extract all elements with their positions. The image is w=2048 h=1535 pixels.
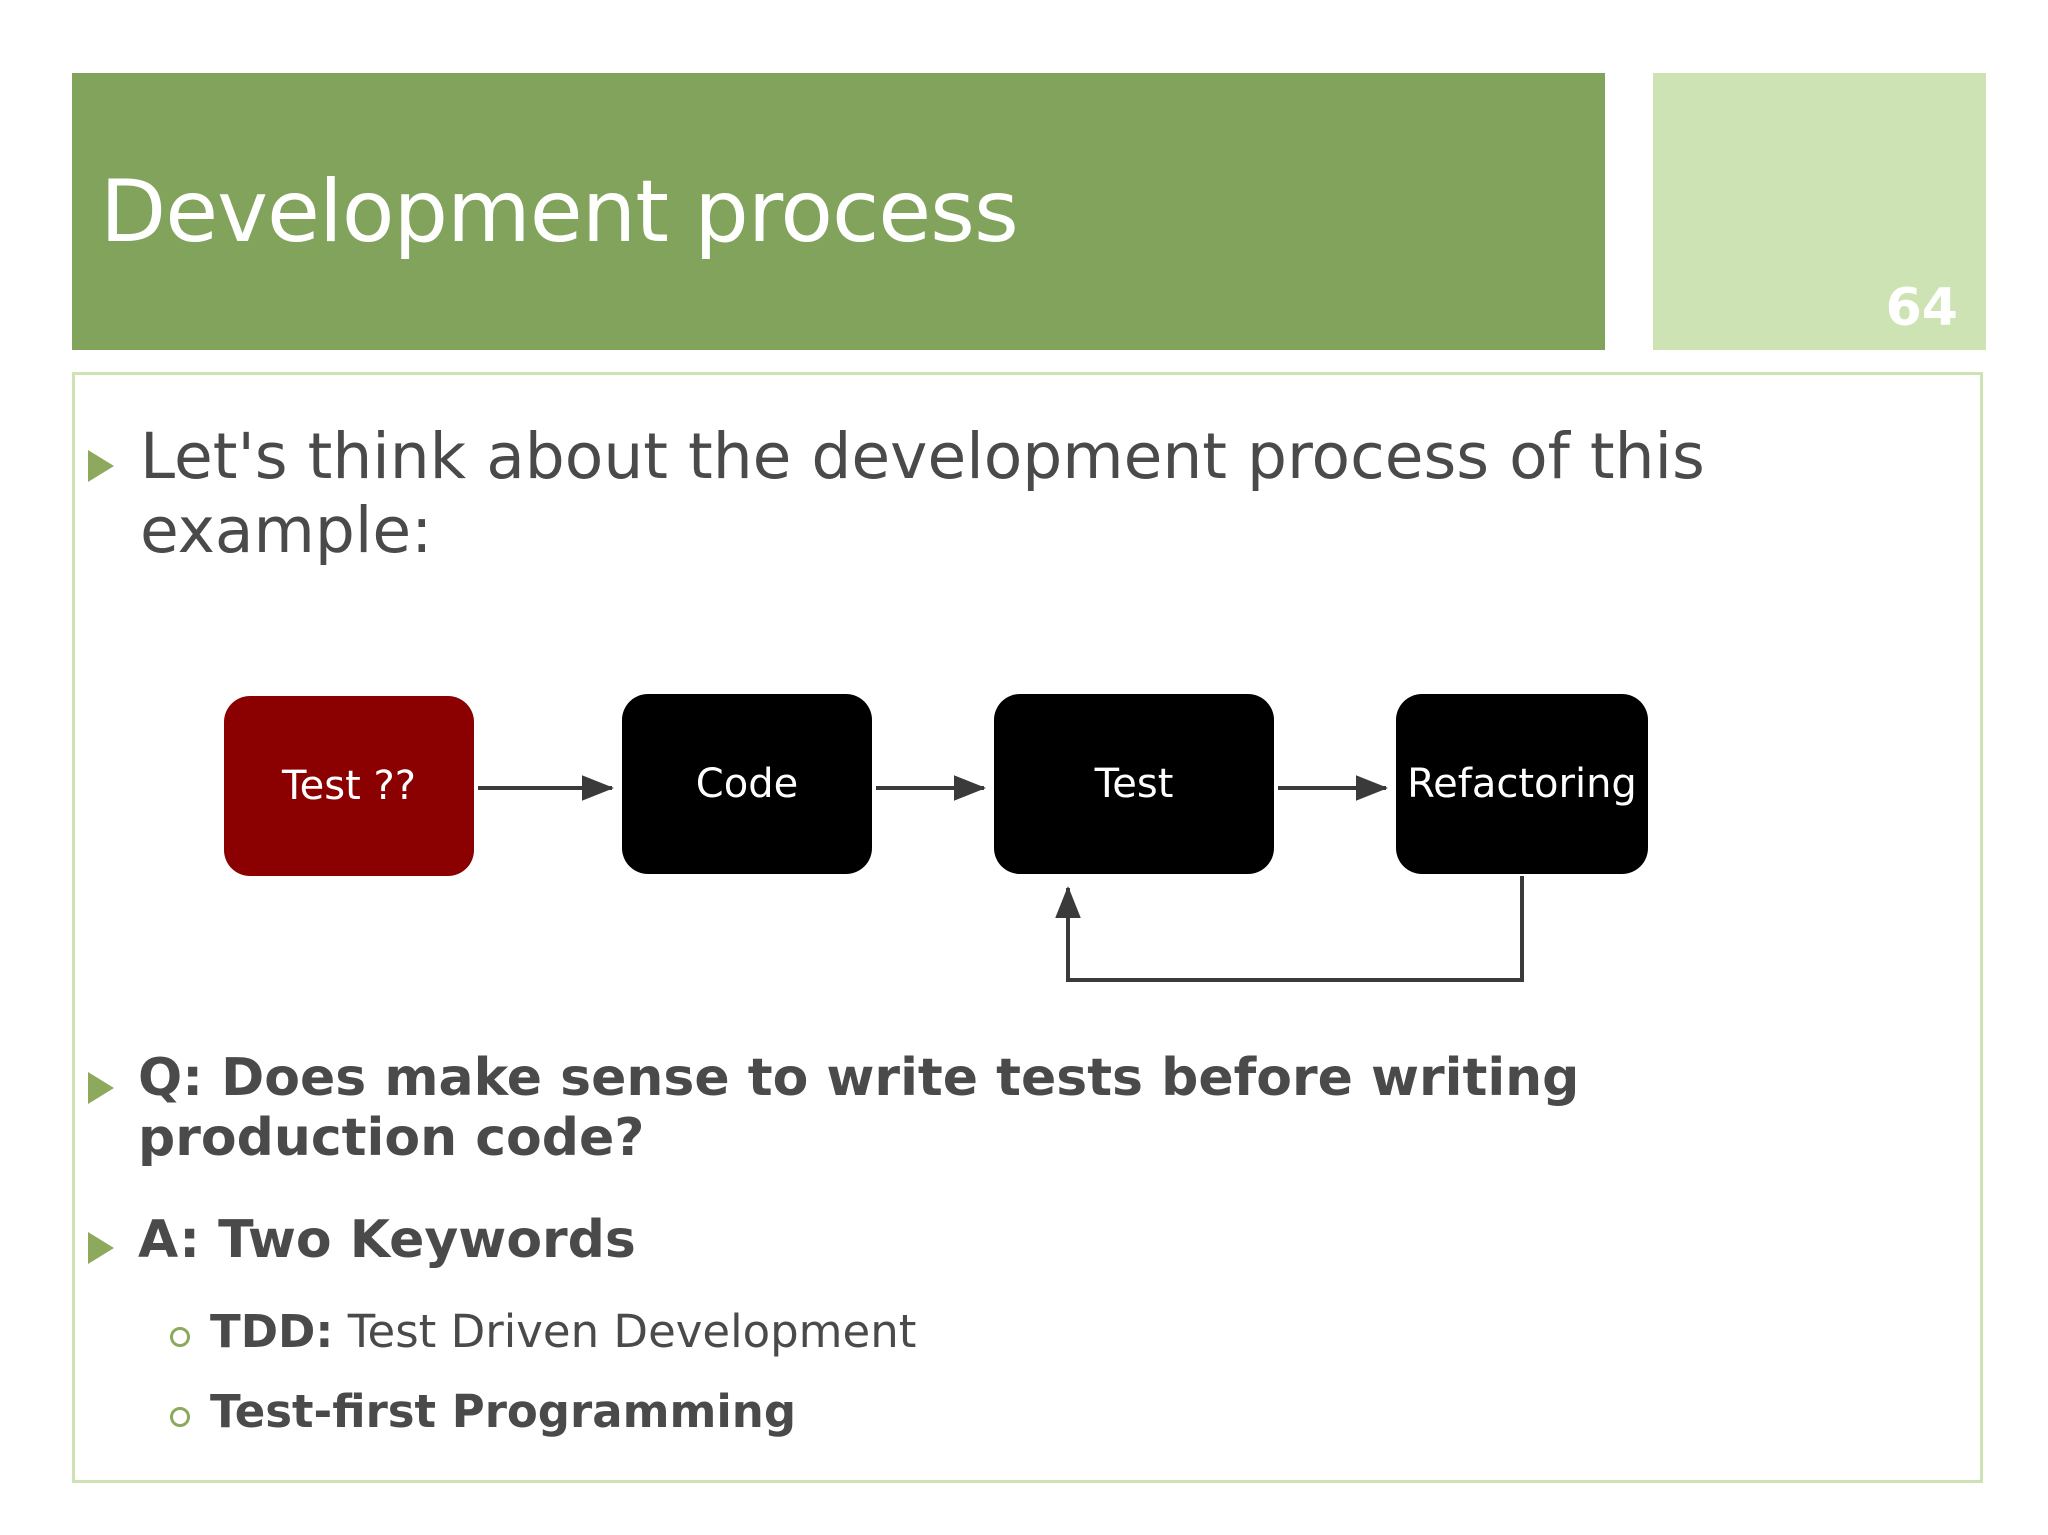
sub-bullet-tdd-term: TDD: (210, 1305, 334, 1358)
sub-bullet-test-first-term: Test-first Programming (210, 1385, 797, 1438)
bullet-answer-label: A: Two Keywords (138, 1210, 636, 1270)
flow-node-test-question-label: Test ?? (282, 763, 416, 809)
flow-node-code: Code (622, 694, 872, 874)
flow-node-test: Test (994, 694, 1274, 874)
triangle-bullet-icon (88, 1232, 114, 1264)
sub-bullet-test-first-text: Test-first Programming (210, 1385, 796, 1438)
sub-bullet-tdd: TDD: Test Driven Development (170, 1305, 916, 1358)
bullet-lets-think-label: Let's think about the development proces… (140, 420, 1705, 568)
flow-node-code-label: Code (695, 761, 799, 807)
triangle-bullet-icon (88, 1072, 114, 1104)
sub-bullet-tdd-text: TDD: Test Driven Development (210, 1305, 916, 1358)
sub-bullet-test-first: Test-first Programming (170, 1385, 796, 1438)
flow-arrows (478, 775, 1524, 982)
arrow-refactoring-to-test-loop (1055, 876, 1524, 982)
flow-node-test-label: Test (1094, 761, 1174, 807)
bullet-answer: A: Two Keywords (88, 1210, 636, 1270)
bullet-lets-think: Let's think about the development proces… (88, 420, 1888, 569)
sub-bullet-tdd-definition: Test Driven Development (333, 1305, 917, 1358)
circle-bullet-icon (170, 1407, 190, 1427)
bullet-question: Q: Does make sense to write tests before… (88, 1048, 1918, 1169)
slide-title-bar: Development process (72, 73, 1605, 350)
circle-bullet-icon (170, 1327, 190, 1347)
bullet-question-label: Q: Does make sense to write tests before… (138, 1048, 1580, 1169)
flow-node-refactoring-label: Refactoring (1407, 761, 1637, 807)
page-number-panel: 64 (1653, 73, 1986, 350)
development-process-flow-diagram: Test ?? Code Test Refactoring (200, 680, 1720, 1020)
page-title: Development process (100, 161, 1019, 262)
page-number: 64 (1885, 278, 1958, 338)
flow-node-test-question: Test ?? (224, 696, 474, 876)
slide-content-frame (72, 372, 1983, 1483)
triangle-bullet-icon (88, 450, 114, 482)
flow-node-refactoring: Refactoring (1396, 694, 1648, 874)
